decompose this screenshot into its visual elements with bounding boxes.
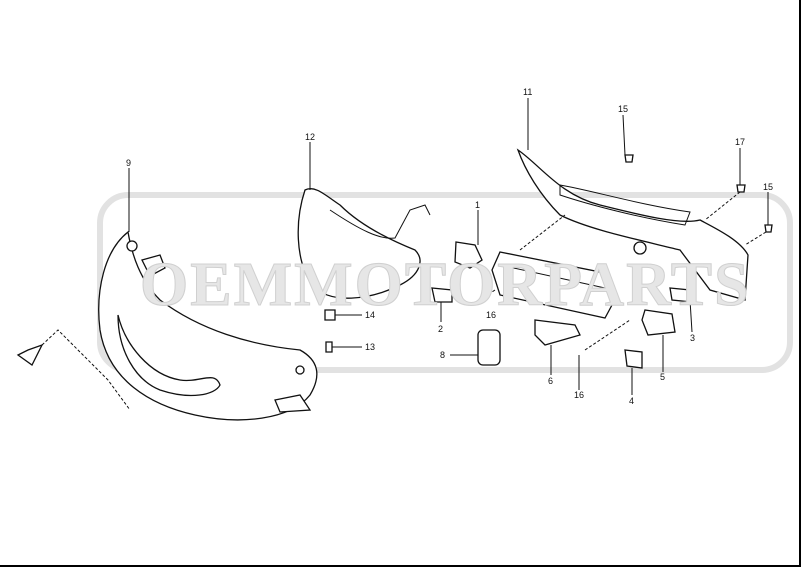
callout-11: 11 (523, 87, 532, 97)
part-9-front-cover[interactable] (16, 230, 318, 421)
callout-12: 12 (305, 132, 315, 142)
callout-6: 6 (548, 376, 553, 386)
part-11-handlebar-cover[interactable] (516, 148, 749, 301)
callout-14: 14 (365, 310, 375, 320)
callouts: 11 15 17 15 12 9 1 2 16 14 13 8 6 16 4 5… (126, 87, 773, 406)
callout-4: 4 (629, 396, 634, 406)
part-8-cap[interactable] (477, 329, 501, 366)
part-4-switch[interactable] (624, 349, 643, 369)
callout-16: 16 (574, 390, 584, 400)
callout-13: 13 (365, 342, 375, 352)
callout-3: 3 (690, 333, 695, 343)
watermark-text: OEMMOTORPARTS (140, 251, 751, 319)
callout-15: 15 (763, 182, 773, 192)
callout-2: 2 (438, 324, 443, 334)
callout-15: 15 (618, 104, 628, 114)
part-2-switch[interactable] (431, 287, 453, 303)
callout-5: 5 (660, 372, 665, 382)
watermark-frame (97, 192, 793, 373)
leader-lines (128, 98, 769, 395)
callout-1: 1 (475, 200, 480, 210)
part-12-inner-cover[interactable] (297, 188, 431, 353)
watermark: OEMMOTORPARTS (140, 251, 751, 320)
part-5-switch[interactable] (641, 309, 676, 336)
callout-8: 8 (440, 350, 445, 360)
part-6-meter[interactable] (491, 251, 613, 346)
screws (479, 154, 773, 351)
part-3-switch[interactable] (669, 287, 693, 303)
part-1-switch[interactable] (454, 241, 483, 269)
callout-9: 9 (126, 158, 131, 168)
callout-17: 17 (735, 137, 745, 147)
callout-16: 16 (486, 310, 496, 320)
